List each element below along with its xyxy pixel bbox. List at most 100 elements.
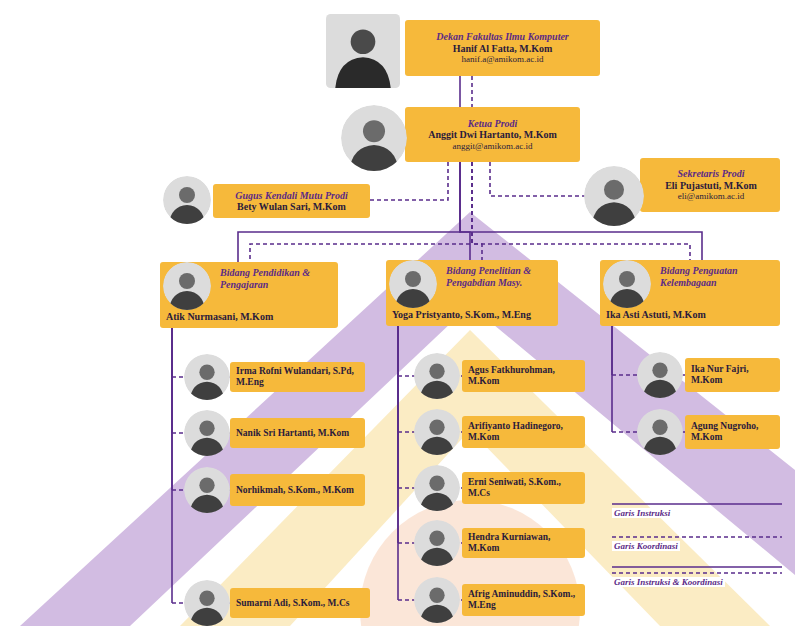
org-connector — [172, 328, 230, 603]
portrait-photo — [414, 577, 460, 623]
member-box: Agung Nugroho, M.Kom — [685, 415, 780, 449]
role-title: Gugus Kendali Mutu Prodi — [219, 190, 364, 202]
legend-lines — [612, 504, 782, 573]
portrait-figure — [414, 353, 460, 399]
email-text: eli@amikom.ac.id — [648, 191, 774, 201]
person-name: Afrig Aminuddin, S.Kom., M.Eng — [468, 589, 579, 611]
legend-solid-line — [612, 566, 782, 568]
portrait-figure — [414, 520, 460, 566]
portrait-figure — [184, 580, 230, 626]
portrait-figure — [414, 577, 460, 623]
portrait-figure — [389, 260, 437, 308]
legend-solid-line — [612, 503, 782, 505]
position-box: Ketua ProdiAnggit Dwi Hartanto, M.Komang… — [405, 107, 580, 162]
coordination-line — [472, 162, 482, 260]
person-name: Hendra Kurniawan, M.Kom — [468, 532, 579, 554]
person-name: Bety Wulan Sari, M.Kom — [219, 201, 364, 213]
member-box: Nanik Sri Hartanti, M.Kom — [230, 418, 365, 448]
member-box: Sumarni Adi, S.Kom., M.Cs — [230, 588, 370, 618]
person-name: Erni Seniwati, S.Kom., M.Cs — [468, 477, 579, 499]
legend-dashed-line — [612, 572, 782, 574]
person-name: Yoga Pristyanto, S.Kom., M.Eng — [392, 309, 552, 321]
portrait-figure — [637, 352, 683, 398]
portrait-photo — [414, 465, 460, 511]
portrait-figure — [414, 465, 460, 511]
portrait-photo — [637, 409, 683, 455]
portrait-photo — [389, 260, 437, 308]
person-name: Arifiyanto Hadinegoro, M.Kom — [468, 421, 579, 443]
instruction-line — [611, 326, 613, 432]
org-connector — [398, 326, 462, 600]
portrait-photo — [414, 409, 460, 455]
coordination-line — [471, 76, 473, 107]
person-name: Agus Fatkhurohman, M.Kom — [468, 365, 579, 387]
portrait-figure — [341, 105, 407, 171]
member-box: Afrig Aminuddin, S.Kom., M.Eng — [462, 584, 585, 616]
email-text: hanif.a@amikom.ac.id — [411, 54, 594, 64]
portrait-photo — [341, 105, 407, 171]
portrait-photo — [637, 352, 683, 398]
position-box: Bidang Penelitian & Pengabdian Masy.Yoga… — [386, 260, 558, 326]
portrait-figure — [163, 262, 211, 310]
portrait-photo — [184, 467, 230, 513]
email-text: anggit@amikom.ac.id — [411, 141, 574, 151]
role-title: Bidang Penelitian & Pengabdian Masy. — [392, 265, 552, 309]
portrait-photo — [584, 166, 644, 226]
person-name: Ika Nur Fajri, M.Kom — [691, 364, 774, 386]
org-connector — [460, 162, 482, 260]
person-name: Atik Nurmasani, M.Kom — [166, 311, 332, 323]
position-box: Gugus Kendali Mutu ProdiBety Wulan Sari,… — [213, 184, 370, 218]
org-connector — [172, 328, 230, 490]
legend-text: Garis Instruksi — [612, 508, 672, 518]
instruction-line — [397, 326, 399, 600]
portrait-photo — [184, 580, 230, 626]
role-title: Dekan Fakultas Ilmu Komputer — [411, 31, 594, 43]
instruction-line — [171, 328, 173, 603]
org-connector — [398, 326, 462, 488]
member-box: Hendra Kurniawan, M.Kom — [462, 528, 585, 558]
member-box: Irma Rofni Wulandari, S.Pd, M.Eng — [230, 362, 365, 392]
member-box: Erni Seniwati, S.Kom., M.Cs — [462, 472, 585, 504]
legend-dashed-line — [612, 536, 782, 538]
portrait-photo — [163, 176, 211, 224]
person-name: Eli Pujastuti, M.Kom — [648, 180, 774, 192]
member-box: Norhikmah, S.Kom., M.Kom — [230, 474, 365, 506]
position-box: Dekan Fakultas Ilmu KomputerHanif Al Fat… — [405, 20, 600, 76]
portrait-figure — [326, 14, 400, 88]
person-name: Norhikmah, S.Kom., M.Kom — [236, 485, 359, 496]
role-title: Sekretaris Prodi — [648, 168, 774, 180]
position-box: Sekretaris ProdiEli Pujastuti, M.Komeli@… — [640, 158, 780, 212]
member-box: Arifiyanto Hadinegoro, M.Kom — [462, 416, 585, 448]
portrait-figure — [184, 467, 230, 513]
person-name: Nanik Sri Hartanti, M.Kom — [236, 428, 359, 439]
legend-text: Garis Koordinasi — [612, 541, 680, 551]
role-title: Bidang Penguatan Kelembagaan — [606, 265, 774, 309]
person-name: Sumarni Adi, S.Kom., M.Cs — [236, 598, 364, 609]
portrait-figure — [184, 410, 230, 456]
portrait-photo — [326, 14, 400, 88]
position-box: Bidang Penguatan KelembagaanIka Asti Ast… — [600, 260, 780, 326]
portrait-figure — [637, 409, 683, 455]
org-connector — [398, 326, 462, 543]
portrait-figure — [603, 260, 651, 308]
role-title: Bidang Pendidikan & Pengajaran — [166, 267, 332, 311]
portrait-photo — [414, 520, 460, 566]
org-connector — [460, 76, 472, 107]
member-box: Agus Fatkhurohman, M.Kom — [462, 360, 585, 392]
legend-text: Garis Instruksi & Koordinasi — [612, 577, 725, 587]
instruction-line — [459, 76, 461, 107]
portrait-photo — [184, 354, 230, 400]
portrait-figure — [184, 354, 230, 400]
portrait-photo — [163, 262, 211, 310]
portrait-photo — [603, 260, 651, 308]
role-title: Ketua Prodi — [411, 118, 574, 130]
portrait-figure — [163, 176, 211, 224]
person-name: Irma Rofni Wulandari, S.Pd, M.Eng — [236, 366, 359, 388]
person-name: Anggit Dwi Hartanto, M.Kom — [411, 129, 574, 141]
person-name: Agung Nugroho, M.Kom — [691, 421, 774, 443]
position-box: Bidang Pendidikan & PengajaranAtik Nurma… — [160, 262, 338, 328]
portrait-figure — [584, 166, 644, 226]
portrait-photo — [414, 353, 460, 399]
portrait-photo — [184, 410, 230, 456]
